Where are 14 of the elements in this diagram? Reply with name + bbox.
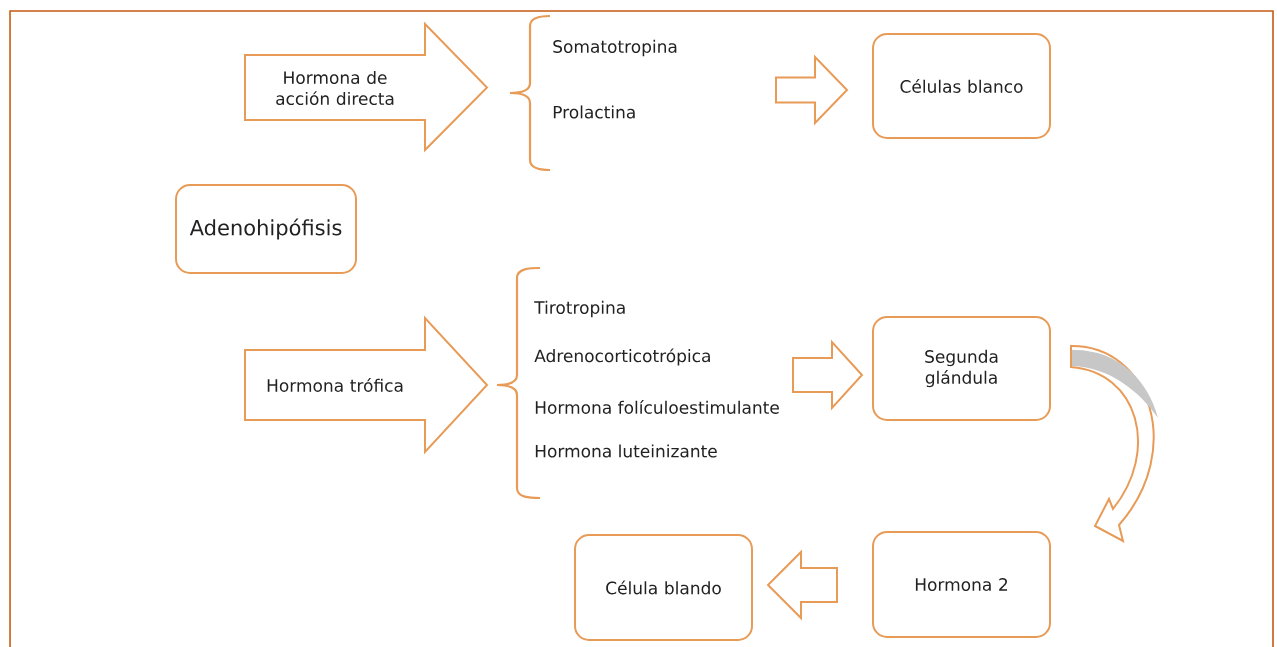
- block-arrow: [792, 339, 864, 411]
- rounded-box: Segunda glándula: [872, 316, 1051, 421]
- hormone-name: Somatotropina: [553, 39, 677, 57]
- hormone-name: Hormona folículoestimulante: [535, 400, 779, 414]
- rounded-box: Hormona 2: [872, 531, 1051, 638]
- hormone-name: Tirotropina: [534, 300, 625, 318]
- block-arrow: [766, 549, 838, 621]
- rounded-box: Célula blando: [574, 534, 753, 641]
- hormone-name: Prolactina: [553, 105, 635, 119]
- hormone-name: Hormona luteinizante: [535, 444, 717, 458]
- hormone-name: Adrenocorticotrópica: [534, 348, 710, 366]
- block-arrow: [775, 54, 849, 126]
- rounded-box: Adenohipófisis: [175, 184, 357, 274]
- rounded-box: Células blanco: [872, 33, 1051, 139]
